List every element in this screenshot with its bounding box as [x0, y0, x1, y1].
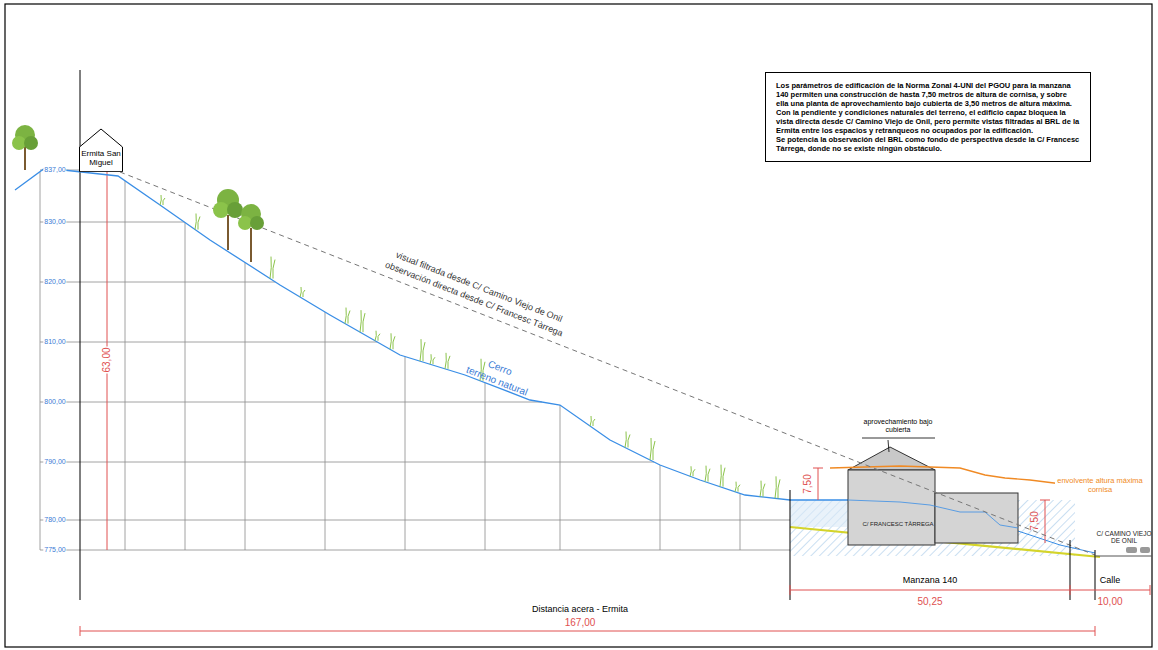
grass-tuft [650, 438, 655, 460]
label: C/ CAMINO VIEJO DE ONIL [1097, 530, 1152, 545]
grass-tuft [720, 465, 725, 487]
label: 7,50 [802, 474, 814, 493]
grass-tuft [390, 333, 395, 349]
grass [160, 195, 780, 498]
label: observación directa desde C/ Francesc Tà… [384, 259, 565, 338]
sight-line [120, 172, 1095, 555]
leader-line [862, 438, 935, 439]
dimension-tick [813, 468, 823, 469]
label: 63,00 [101, 346, 113, 373]
terrain-line [848, 500, 1018, 528]
label: 810,00 [43, 338, 66, 346]
label: 10,00 [1097, 596, 1122, 608]
grass-tuft [590, 416, 595, 426]
label: 837,00 [43, 166, 66, 174]
grid-line [40, 550, 790, 551]
leader-line [888, 440, 889, 452]
building [935, 493, 1018, 543]
label: Manzana 140 [903, 575, 958, 585]
label: 775,00 [43, 546, 66, 554]
dimension-line [790, 590, 1070, 591]
tree [213, 189, 243, 250]
label: 790,00 [43, 458, 66, 466]
envelope-line [830, 466, 1062, 484]
grass-tuft [160, 195, 165, 205]
frame [5, 4, 1152, 647]
grass-tuft [420, 339, 425, 361]
dimension-line [80, 631, 1095, 632]
grass-tuft [360, 310, 365, 332]
grid-line [40, 520, 790, 521]
grass-tuft [625, 432, 630, 448]
grid-line [245, 263, 246, 551]
grid-line [560, 405, 561, 550]
tree [12, 125, 38, 170]
dimension-tick [1150, 585, 1151, 595]
label: C/ FRANCESC TÀRREGA [862, 521, 933, 528]
dimension-tick [80, 626, 81, 636]
grass-tuft [690, 466, 695, 476]
terrain-line [15, 168, 850, 500]
plot-fill [790, 500, 850, 527]
label: Distancia acera - Ermita [532, 604, 628, 614]
grass-tuft [430, 354, 435, 364]
grass-tuft [270, 257, 275, 279]
chapel-node: Ermita San Miguel [79, 127, 123, 172]
building [848, 470, 935, 545]
label: visual filtrada desde C/ Camino Viejo de… [394, 250, 563, 325]
grass-tuft [775, 476, 780, 498]
grass-tuft [375, 331, 380, 341]
note-text: Con la pendiente y condiciones naturales… [776, 108, 1080, 135]
grass-tuft [760, 481, 765, 497]
grid-line [125, 181, 126, 550]
dimension-line [1070, 590, 1150, 591]
street-line [1095, 556, 1152, 557]
dimension-line [818, 468, 819, 500]
dimension-tick [790, 585, 791, 595]
dimension-tick [1040, 500, 1050, 501]
label: 7,50 [1029, 511, 1041, 530]
grass-tuft [735, 482, 740, 492]
grass-tuft [300, 287, 305, 297]
label: 167,00 [565, 617, 596, 629]
grid-line [660, 465, 661, 550]
limit-line [1070, 540, 1071, 600]
label: 50,25 [917, 596, 942, 608]
limit-line [790, 490, 791, 600]
grass-tuft [345, 308, 350, 324]
grid-line [40, 342, 377, 343]
label: aprovechamiento bajo cubierta [863, 418, 933, 434]
car-icon [1126, 547, 1137, 553]
note-box: Los parámetros de edificación de la Norm… [765, 72, 1091, 162]
car-icon [1140, 547, 1150, 553]
dimension-line [1045, 500, 1046, 543]
label: 820,00 [43, 278, 66, 286]
grid-line [740, 493, 741, 550]
grid-line [40, 402, 542, 403]
tree [238, 204, 264, 262]
grid-line [405, 357, 406, 550]
grass-tuft [195, 214, 200, 230]
grass-tuft [705, 466, 710, 482]
label: 780,00 [43, 516, 66, 524]
chapel-name: Ermita San Miguel [79, 149, 123, 168]
label: Calle [1100, 575, 1121, 585]
grid-line [40, 282, 275, 283]
limit-line [1095, 550, 1096, 600]
label: 800,00 [43, 398, 66, 406]
grid-line [325, 312, 326, 550]
grid-line [185, 223, 186, 551]
grid-line [40, 462, 654, 463]
dimension-tick [1095, 626, 1096, 636]
note-text: Los parámetros de edificación de la Norm… [776, 81, 1080, 108]
grid-line [485, 383, 486, 550]
label: 830,00 [43, 218, 66, 226]
label: envolvente altura máxima cornisa [1055, 477, 1145, 494]
note-text: Se potencia la observación del BRL como … [776, 135, 1080, 153]
grass-tuft [445, 353, 450, 369]
grid-line [40, 172, 41, 550]
